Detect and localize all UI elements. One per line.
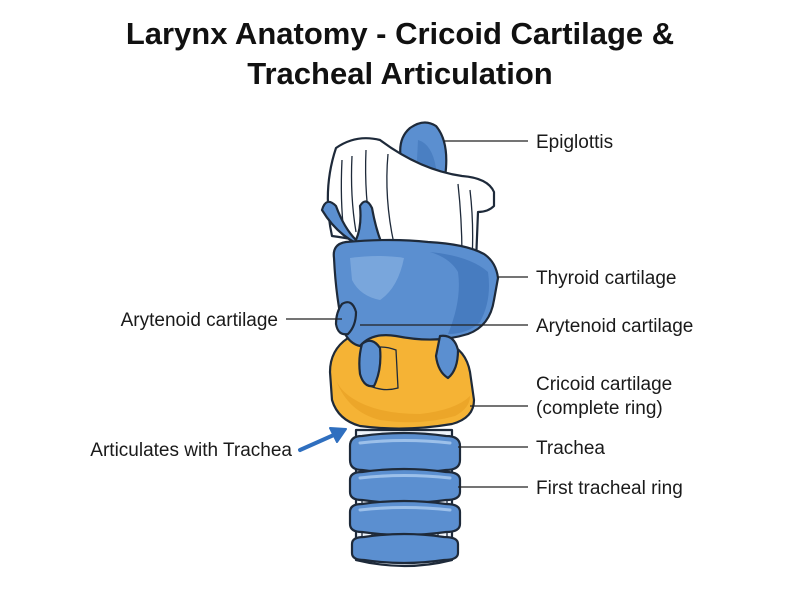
label-cricoid-line1: Cricoid cartilage: [536, 374, 672, 395]
arytenoid-left: [334, 301, 358, 336]
title-line-1: Larynx Anatomy - Cricoid Cartilage &: [125, 16, 675, 51]
articulation-arrow: [298, 427, 347, 452]
leader-lines: [286, 140, 528, 488]
labels: Epiglottis Thyroid cartilage Arytenoid c…: [90, 132, 693, 499]
thyroid-shading: [430, 252, 489, 334]
upper-larynx: [320, 121, 500, 388]
title-line-2: Tracheal Articulation: [247, 56, 553, 91]
tracheal-ring-1: [348, 431, 462, 475]
label-first-tracheal-ring: First tracheal ring: [536, 478, 683, 499]
label-articulates: Articulates with Trachea: [90, 440, 292, 461]
label-thyroid-cartilage: Thyroid cartilage: [536, 268, 676, 289]
arytenoid-right: [358, 339, 382, 388]
trachea: [348, 428, 462, 568]
label-trachea: Trachea: [536, 438, 605, 459]
cricoid-shading: [336, 380, 470, 423]
label-arytenoid-right: Arytenoid cartilage: [536, 316, 693, 337]
thyroid-highlight: [350, 256, 404, 300]
diagram-title: Larynx Anatomy - Cricoid Cartilage & Tra…: [0, 14, 800, 94]
ring-highlights: [358, 439, 452, 512]
thyroid-horn: [434, 334, 460, 380]
label-cricoid-line2: (complete ring): [536, 398, 663, 419]
tracheal-ring-4: [350, 532, 460, 565]
label-epiglottis: Epiglottis: [536, 132, 613, 153]
label-arytenoid-left: Arytenoid cartilage: [121, 310, 278, 331]
